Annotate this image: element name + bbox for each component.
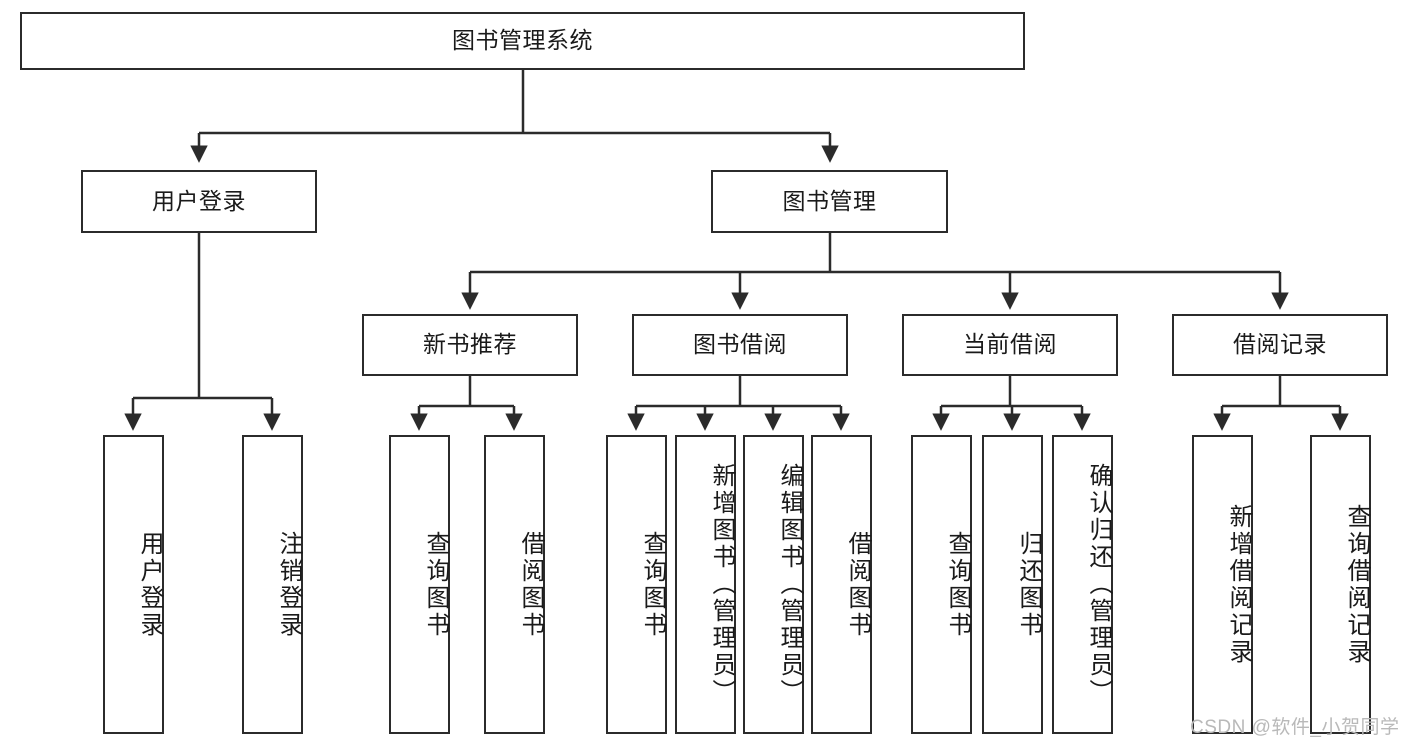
watermark-text: CSDN @软件_小贺同学 bbox=[1190, 717, 1400, 738]
node-current-borrow[interactable]: 当前借阅 bbox=[902, 314, 1118, 376]
leaf-current-borrow-confirm-return[interactable]: 确认归还（管理员） bbox=[1052, 435, 1113, 734]
node-label: 注销登录 bbox=[275, 530, 302, 639]
leaf-new-book-borrow[interactable]: 借阅图书 bbox=[484, 435, 545, 734]
node-label: 归还图书 bbox=[1015, 530, 1042, 639]
leaf-book-borrow-query[interactable]: 查询图书 bbox=[606, 435, 667, 734]
leaf-borrow-record-add[interactable]: 新增借阅记录 bbox=[1192, 435, 1253, 734]
node-new-book-recommend[interactable]: 新书推荐 bbox=[362, 314, 578, 376]
leaf-new-book-query[interactable]: 查询图书 bbox=[389, 435, 450, 734]
node-label: 查询图书 bbox=[944, 530, 971, 639]
node-book-borrow[interactable]: 图书借阅 bbox=[632, 314, 848, 376]
node-book-management[interactable]: 图书管理 bbox=[711, 170, 948, 233]
node-label: 确认归还（管理员） bbox=[1085, 463, 1112, 706]
node-label: 借阅图书 bbox=[517, 530, 544, 639]
leaf-user-login-logout[interactable]: 注销登录 bbox=[242, 435, 303, 734]
node-label: 查询借阅记录 bbox=[1343, 503, 1370, 666]
leaf-borrow-record-query[interactable]: 查询借阅记录 bbox=[1310, 435, 1371, 734]
node-label: 当前借阅 bbox=[963, 331, 1057, 358]
leaf-user-login-login[interactable]: 用户登录 bbox=[103, 435, 164, 734]
node-label: 编辑图书（管理员） bbox=[776, 463, 803, 706]
node-label: 借阅记录 bbox=[1233, 331, 1327, 358]
node-label: 图书管理系统 bbox=[452, 27, 593, 54]
leaf-current-borrow-query[interactable]: 查询图书 bbox=[911, 435, 972, 734]
leaf-current-borrow-return[interactable]: 归还图书 bbox=[982, 435, 1043, 734]
node-label: 图书借阅 bbox=[693, 331, 787, 358]
node-root-system[interactable]: 图书管理系统 bbox=[20, 12, 1025, 70]
leaf-book-borrow-edit[interactable]: 编辑图书（管理员） bbox=[743, 435, 804, 734]
node-label: 查询图书 bbox=[639, 530, 666, 639]
node-borrow-record[interactable]: 借阅记录 bbox=[1172, 314, 1388, 376]
node-label: 图书管理 bbox=[782, 187, 877, 214]
node-label: 新书推荐 bbox=[423, 331, 517, 358]
node-label: 查询图书 bbox=[422, 530, 449, 639]
leaf-book-borrow-borrow[interactable]: 借阅图书 bbox=[811, 435, 872, 734]
leaf-book-borrow-add[interactable]: 新增图书（管理员） bbox=[675, 435, 736, 734]
node-user-login[interactable]: 用户登录 bbox=[81, 170, 317, 233]
node-label: 新增借阅记录 bbox=[1225, 503, 1252, 666]
node-label: 借阅图书 bbox=[844, 530, 871, 639]
node-label: 新增图书（管理员） bbox=[708, 463, 735, 706]
node-label: 用户登录 bbox=[152, 187, 246, 214]
node-label: 用户登录 bbox=[136, 530, 163, 639]
